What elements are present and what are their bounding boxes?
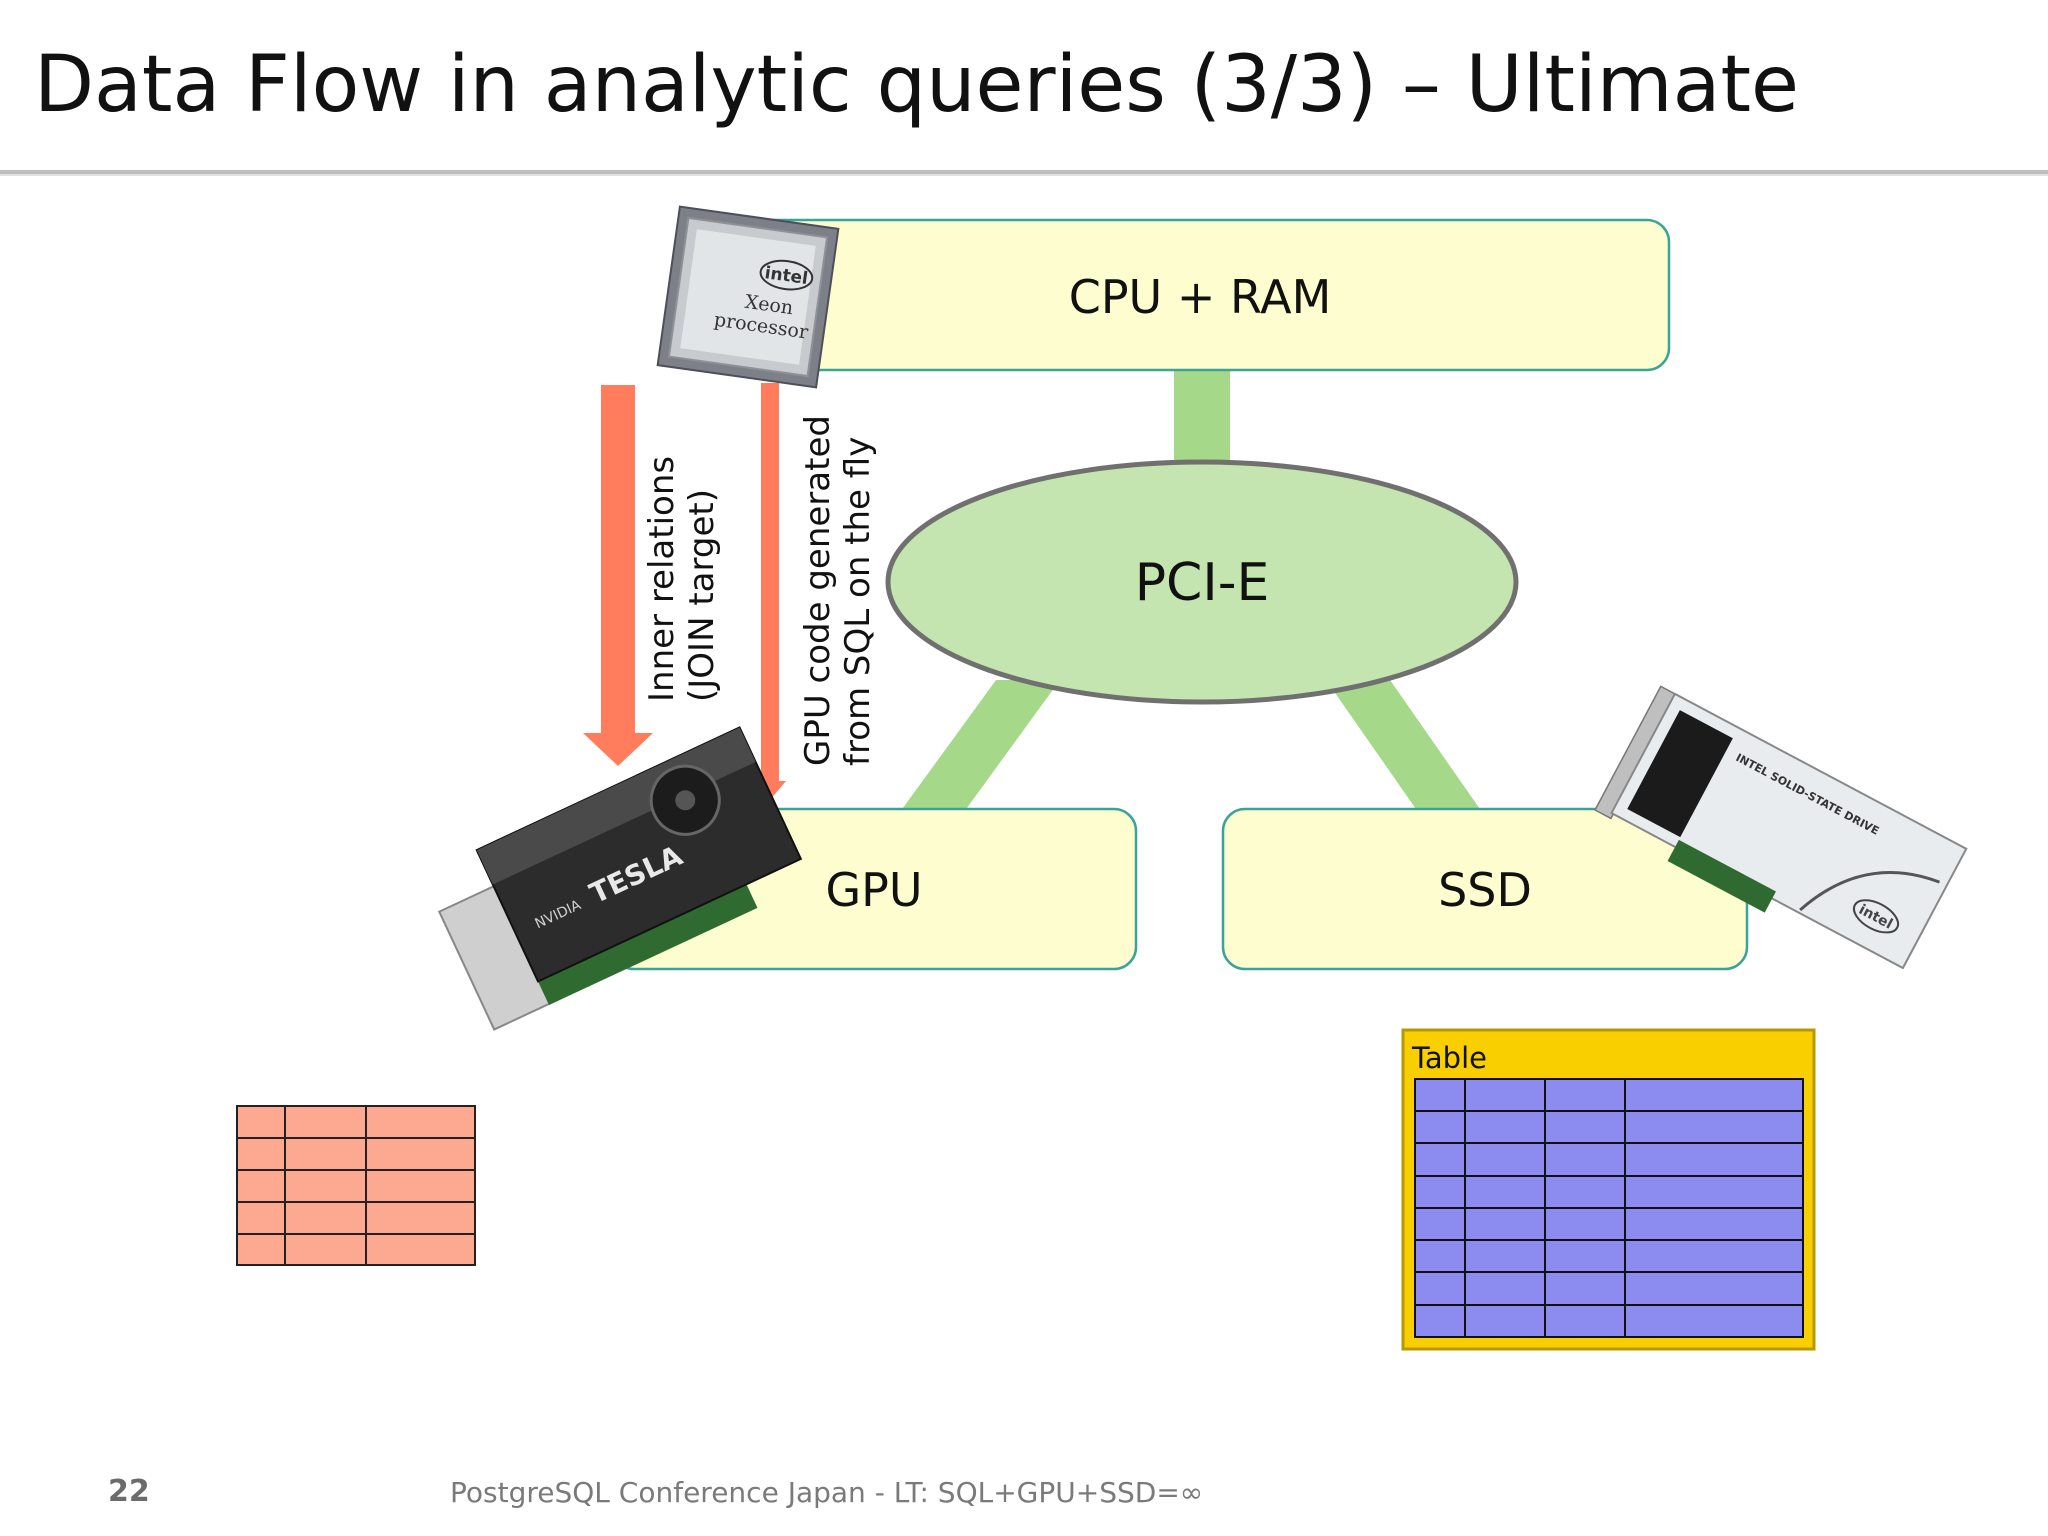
arrow-inner-relations (583, 385, 653, 766)
ssd-label: SSD (1438, 863, 1532, 917)
intel-ssd-image: INTEL SOLID-STATE DRIVE intel (1594, 685, 1968, 970)
pcie-ellipse (885, 459, 1519, 705)
xeon-cpu-image: intel Xeon processor (656, 205, 840, 389)
inner-relations-line2: (JOIN target) (682, 489, 722, 702)
inner-relation-table (236, 1105, 476, 1266)
title-divider (0, 170, 2048, 174)
table-label: Table (1411, 1041, 1487, 1075)
inner-relations-line1: Inner relations (642, 455, 682, 702)
gpu-code-line2: from SQL on the fly (838, 436, 878, 766)
link-pcie-gpu (900, 680, 1060, 812)
footer-text: PostgreSQL Conference Japan - LT: SQL+GP… (450, 1476, 1204, 1509)
slide-title: Data Flow in analytic queries (3/3) – Ul… (34, 40, 1800, 130)
tesla-gpu-image: NVIDIA TESLA (437, 726, 803, 1031)
ssd-table: Table (1401, 1028, 1816, 1351)
link-cpu-pcie (1174, 370, 1230, 470)
arrow-gpu-code (754, 383, 786, 800)
gpu-label: GPU (825, 863, 922, 917)
link-pcie-ssd (1326, 680, 1482, 812)
gpu-code-label: GPU code generated from SQL on the fly (798, 415, 878, 766)
gpu-code-line1: GPU code generated (798, 415, 838, 766)
page-number: 22 (108, 1474, 150, 1509)
inner-relations-label: Inner relations (JOIN target) (642, 456, 722, 702)
title-divider-shadow (0, 174, 2048, 176)
pcie-label: PCI-E (1135, 553, 1270, 613)
cpu-ram-label: CPU + RAM (1069, 270, 1332, 324)
